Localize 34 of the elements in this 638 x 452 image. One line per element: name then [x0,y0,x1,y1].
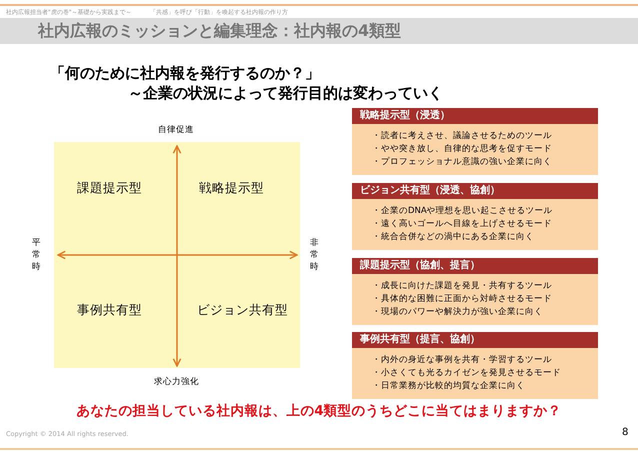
description-card [352,108,598,175]
description-card [352,332,598,399]
card-heading: ビジョン共有型（浸透、協創） [352,183,598,199]
bullet-text: ・具体的な困難に正面から対峙させるモード [372,293,552,306]
bullet-text: ・現場のパワーや解決力が強い企業に向く [372,306,543,319]
axis-label: 非常時 [310,237,320,273]
axis-label: 求心力強化 [154,376,199,388]
bullet-text: ・成長に向けた課題を発見・共有するツール [372,280,552,293]
card-heading: 事例共有型（提言、協創） [352,332,598,348]
bullet-text: ・読者に考えさせ、議論させるためのツール [372,130,552,143]
bullet-text: ・プロフェッショナル意識の強い企業に向く [372,156,552,169]
subtitle-text: ～企業の状況によって発行目的は変わっていく [128,84,443,103]
card-heading: 戦略提示型（浸透） [352,108,598,124]
bullet-text: ・やや突き放し、自律的な思考を促すモード [372,143,552,156]
quadrant-label: 事例共有型 [77,302,142,319]
quadrant-label: 戦略提示型 [199,180,264,197]
quadrant-label: 課題提示型 [77,180,142,197]
question-text: 「何のために社内報を発行するのか？」 [50,64,320,83]
bullet-text: ・統合合併などの渦中にある企業に向く [372,231,534,244]
bullet-text: ・日常業務が比較的均質な企業に向く [372,380,525,393]
quadrant-square [54,142,300,368]
description-card [352,258,598,325]
axis-label: 自律促進 [158,124,194,136]
description-card [352,183,598,250]
page-number: 8 [622,427,628,438]
axis-label: 平常時 [32,237,42,273]
bullet-text: ・遠く高いゴールへ目線を上げさせるモード [372,218,552,231]
quadrant-label: ビジョン共有型 [197,302,288,319]
card-heading: 課題提示型（協創、提言） [352,258,598,274]
slide-title: 社内広報のミッションと編集理念：社内報の4類型 [38,21,402,42]
bullet-text: ・企業のDNAや理想を思い起こさせるツール [372,205,553,218]
closing-question: あなたの担当している社内報は、上の4類型のうちどこに当てはまりますか？ [75,402,563,420]
bullet-text: ・内外の身近な事例を共有・学習するツール [372,354,552,367]
bullet-text: ・小さくても光るカイゼンを発見させるモード [372,367,561,380]
